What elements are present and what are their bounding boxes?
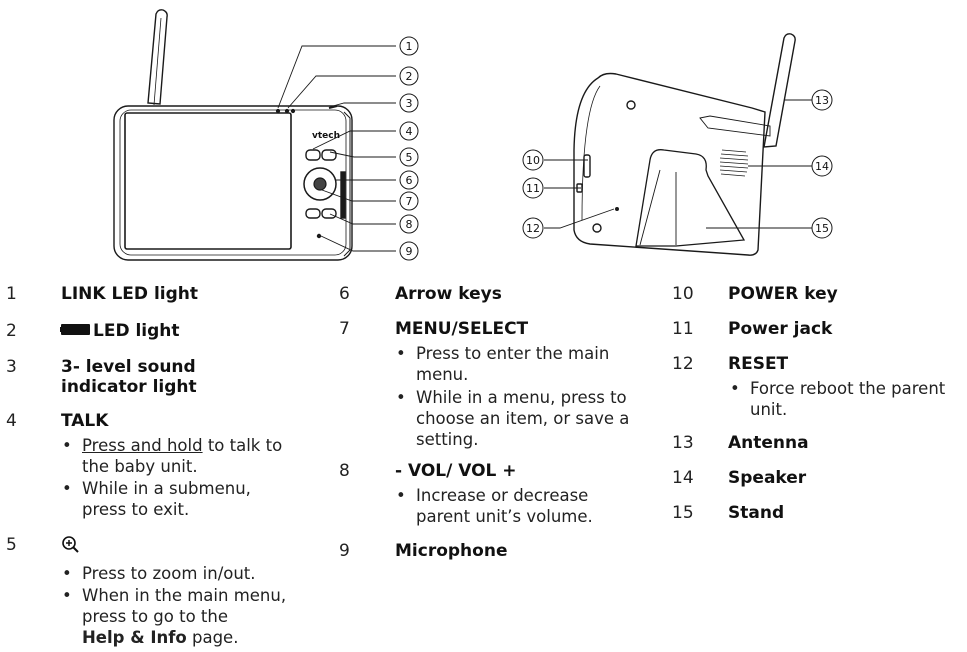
item-label-sound-indicator: 3- level sound indicator light (61, 357, 197, 397)
menu-bullet-2: While in a menu, press to choose an item… (396, 387, 646, 450)
callout-1: 1 (406, 40, 413, 53)
vol-bullet-1: Increase or decrease parent unit’s volum… (396, 485, 616, 527)
item-number: 8 (339, 461, 350, 481)
callout-6: 6 (406, 174, 413, 187)
callout-4: 4 (406, 125, 413, 138)
menu-bullet-1: Press to enter the main menu. (396, 343, 631, 385)
item-label-microphone: Microphone (395, 541, 508, 561)
item-label-led: LED light (93, 321, 180, 341)
item-number: 15 (672, 503, 694, 523)
item-label-talk: TALK (61, 411, 109, 431)
item-label-link-led: LINK LED light (61, 284, 199, 304)
item-label-volume: - VOL/ VOL + (395, 461, 517, 481)
callout-5: 5 (406, 151, 413, 164)
item-number: 2 (6, 321, 17, 341)
zoom-in-icon (62, 536, 79, 553)
callout-10: 10 (526, 154, 540, 167)
callout-2: 2 (406, 70, 413, 83)
item-number: 12 (672, 354, 694, 374)
device-illustration: vtech 1 2 3 4 5 6 7 8 9 10 11 12 13 14 1… (113, 9, 833, 261)
item-label-arrow-keys: Arrow keys (395, 284, 502, 304)
item-number: 3 (6, 357, 17, 377)
zoom-bullet-1: Press to zoom in/out. (62, 563, 302, 584)
item-number: 10 (672, 284, 694, 304)
callout-14: 14 (815, 160, 829, 173)
item-number: 5 (6, 535, 17, 555)
zoom-bullet-2: When in the main menu, press to go to th… (62, 585, 297, 648)
brand-mark: vtech (312, 131, 340, 141)
item-label-reset: RESET (728, 354, 789, 374)
callout-15: 15 (815, 222, 829, 235)
back-unit-drawing (573, 33, 796, 256)
item-number: 1 (6, 284, 17, 304)
item-label-stand: Stand (728, 503, 785, 523)
item-label-speaker: Speaker (728, 468, 807, 488)
callout-7: 7 (406, 195, 413, 208)
callout-11: 11 (526, 182, 540, 195)
item-number: 9 (339, 541, 350, 561)
item-label-power-jack: Power jack (728, 319, 833, 339)
talk-bullet-1: Press and hold to talk to the baby unit. (62, 435, 302, 477)
item-number: 4 (6, 411, 17, 431)
item-number: 6 (339, 284, 350, 304)
talk-bullet-2: While in a submenu, press to exit. (62, 478, 282, 520)
item-number: 7 (339, 319, 350, 339)
callout-13: 13 (815, 94, 829, 107)
item-number: 11 (672, 319, 694, 339)
item-label-power-key: POWER key (728, 284, 838, 304)
callout-8: 8 (406, 218, 413, 231)
item-number: 13 (672, 433, 694, 453)
callout-3: 3 (406, 97, 413, 110)
callout-12: 12 (526, 222, 540, 235)
item-number: 14 (672, 468, 694, 488)
item-label-menu-select: MENU/SELECT (395, 319, 529, 339)
battery-led-icon (61, 324, 90, 335)
item-label-antenna: Antenna (728, 433, 809, 453)
front-unit-drawing (113, 9, 353, 261)
callout-9: 9 (406, 245, 413, 258)
reset-bullet-1: Force reboot the parent unit. (730, 378, 962, 420)
